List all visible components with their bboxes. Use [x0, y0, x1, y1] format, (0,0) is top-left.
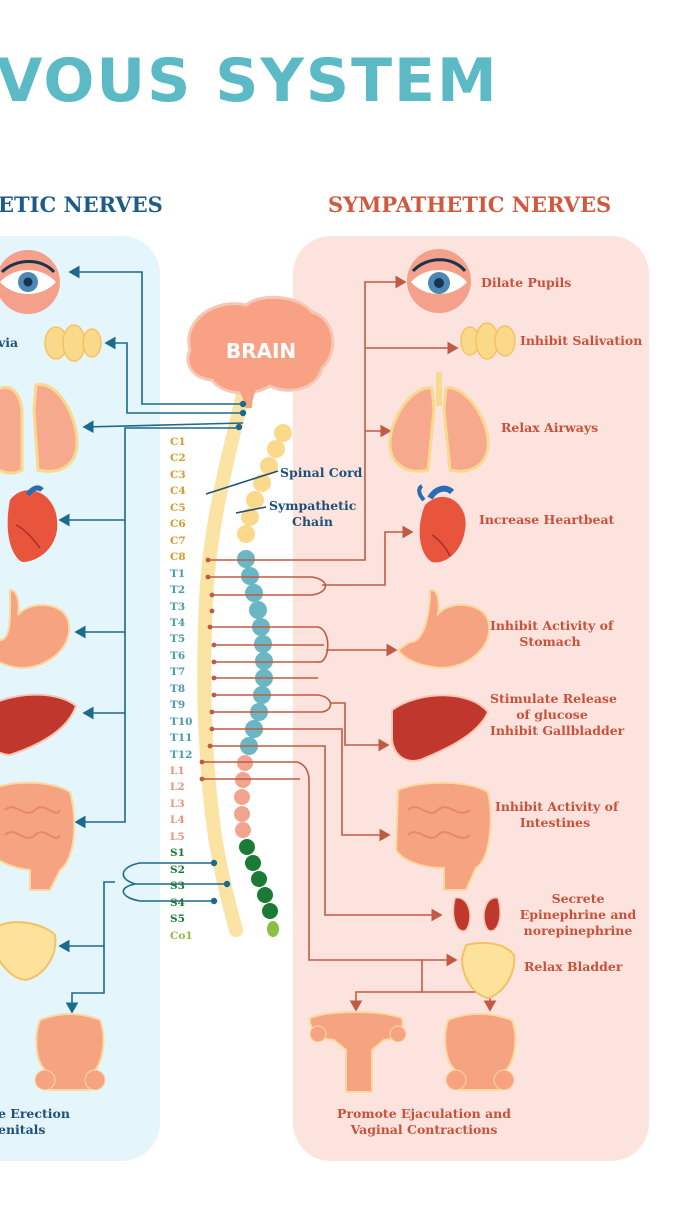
inhibit-stomach-label-1: Inhibit Activity of — [490, 618, 614, 633]
sympathetic-chain-sacral — [239, 839, 278, 919]
relax-airways-label: Relax Airways — [501, 420, 599, 435]
para-salivation-label: via — [0, 335, 19, 350]
brain-icon — [186, 295, 335, 408]
segment-label-s3: S3 — [170, 880, 185, 893]
para-erection-label-2: enitals — [0, 1122, 46, 1137]
segment-label-t9: T9 — [170, 699, 186, 712]
brain-label: BRAIN — [226, 339, 296, 363]
symp-salivary-gland-icon — [460, 322, 516, 360]
symp-bladder-icon — [460, 941, 516, 1000]
segment-label-t2: T2 — [170, 584, 186, 597]
kidney-label-1: Secrete — [551, 891, 605, 906]
segment-label-c3: C3 — [170, 468, 186, 481]
segment-label-t11: T11 — [170, 732, 193, 745]
symp-heart-icon — [417, 484, 466, 563]
segment-label-s1: S1 — [170, 847, 185, 860]
segment-label-t1: T1 — [170, 567, 186, 580]
inhibit-stomach-label-2: Stomach — [519, 634, 581, 649]
sympathetic-chain-thoracic — [237, 550, 273, 755]
inhibit-intestines-label-1: Inhibit Activity of — [495, 799, 619, 814]
spinal-cord-label: Spinal Cord — [280, 465, 363, 480]
symp-lungs-icon — [388, 372, 490, 473]
segment-label-co1: Co1 — [170, 929, 193, 942]
sympathetic-pathways — [199, 275, 497, 1012]
segment-label-t10: T10 — [170, 715, 193, 728]
segment-label-c4: C4 — [170, 485, 186, 498]
segment-label-c8: C8 — [170, 551, 186, 564]
segment-label-s5: S5 — [170, 913, 185, 926]
parasympathetic-pathways — [58, 265, 247, 1014]
liver-label-1: Stimulate Release — [490, 691, 617, 706]
sympathetic-chain-coccygeal — [267, 921, 279, 937]
sympathetic-chain-cervical — [237, 424, 292, 543]
para-liver-icon — [0, 693, 78, 757]
segment-label-t6: T6 — [170, 649, 186, 662]
segment-label-l1: L1 — [170, 765, 185, 777]
dilate-pupils-label: Dilate Pupils — [481, 275, 572, 290]
kidney-label-3: norepinephrine — [523, 923, 633, 938]
para-stomach-icon — [0, 588, 71, 670]
segment-label-s2: S2 — [170, 863, 185, 876]
para-intestines-icon — [0, 781, 76, 891]
segment-label-t7: T7 — [170, 666, 186, 679]
symp-female-reproductive-icon — [308, 1011, 407, 1093]
parasympathetic-header: ETIC NERVES — [0, 192, 163, 217]
para-erection-label-1: e Erection — [0, 1106, 70, 1121]
segment-label-l4: L4 — [170, 814, 185, 827]
symp-kidneys-icon — [452, 897, 501, 932]
sympathetic-chain-label-2: Chain — [292, 514, 333, 529]
sympathetic-chain-label-1: Sympathetic — [269, 498, 357, 513]
sympathetic-header: SYMPATHETIC NERVES — [328, 192, 612, 217]
symp-eye-icon — [407, 249, 471, 313]
spinal-cord-shape — [197, 388, 250, 937]
segment-label-t5: T5 — [170, 633, 186, 646]
kidney-label-2: Epinephrine and — [519, 907, 637, 922]
segment-label-c2: C2 — [170, 452, 186, 465]
symp-stomach-icon — [396, 588, 491, 670]
inhibit-salivation-label: Inhibit Salivation — [520, 333, 643, 348]
increase-heartbeat-label: Increase Heartbeat — [479, 512, 615, 527]
segment-label-s4: S4 — [170, 896, 185, 909]
reproductive-label-2: Vaginal Contractions — [350, 1122, 498, 1137]
segment-label-t3: T3 — [170, 600, 186, 613]
segment-label-c6: C6 — [170, 518, 186, 531]
inhibit-intestines-label-2: Intestines — [519, 815, 591, 830]
para-salivary-gland-icon — [44, 324, 102, 362]
segment-label-t4: T4 — [170, 616, 186, 629]
liver-label-2: of glucose — [516, 707, 588, 722]
segment-label-t8: T8 — [170, 682, 186, 695]
segment-label-l2: L2 — [170, 781, 185, 794]
reproductive-label-1: Promote Ejaculation and — [337, 1106, 511, 1121]
para-bladder-icon — [0, 921, 57, 982]
segment-label-t12: T12 — [170, 748, 193, 761]
para-heart-icon — [7, 485, 58, 562]
segment-label-l3: L3 — [170, 797, 185, 810]
segment-label-l5: L5 — [170, 830, 185, 843]
para-lungs-icon — [0, 383, 79, 475]
segment-label-c5: C5 — [170, 501, 186, 514]
relax-bladder-label: Relax Bladder — [524, 959, 623, 974]
liver-label-3: Inhibit Gallbladder — [490, 723, 625, 738]
symp-liver-icon — [391, 694, 490, 762]
symp-male-reproductive-icon — [444, 1013, 517, 1091]
segment-label-c7: C7 — [170, 534, 186, 547]
symp-intestines-icon — [394, 781, 492, 891]
para-male-reproductive-icon — [34, 1013, 106, 1091]
para-eye-icon — [0, 250, 60, 314]
page-title: VOUS SYSTEM — [0, 46, 499, 116]
segment-label-c1: C1 — [170, 436, 186, 448]
sympathetic-chain-lumbar — [234, 755, 253, 838]
